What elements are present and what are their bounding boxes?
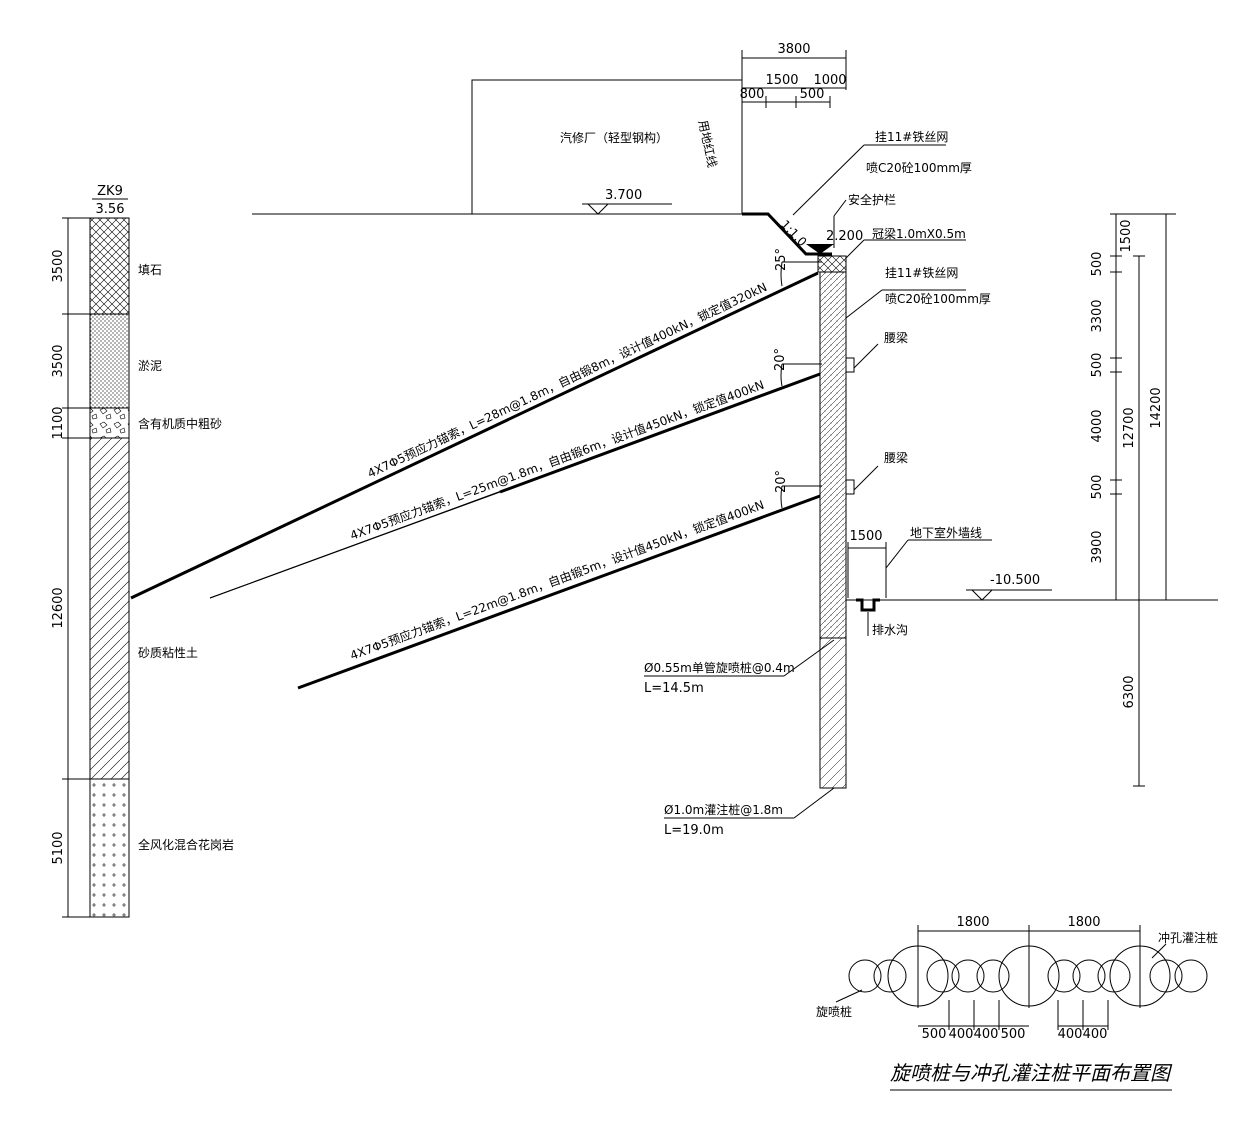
jet-pile-length: L=14.5m [644,681,704,696]
right-labels: 挂11#铁丝网 喷C20砼100mm厚 腰梁 腰梁 1500 地下室外墙线 排水… [644,266,1218,838]
drain-label: 排水沟 [872,623,908,637]
dim-3800: 3800 [777,42,810,57]
borehole-elevation: 3.56 [96,202,125,217]
waler-1 [845,357,855,373]
dim-800: 800 [740,87,765,102]
crown-beam [817,255,847,273]
layer-5-name: 全风化混合花岗岩 [138,837,234,852]
plan-dim-400-c: 400 [1058,1027,1083,1042]
top-elevation: 2.200 [826,229,863,244]
plan-dim-500-b: 500 [1001,1027,1026,1042]
top-dimensions: 3800 1500 1000 800 500 [740,42,847,214]
layer-3-name: 含有机质中粗砂 [138,416,222,431]
layer-coarse-sand [89,407,130,439]
dim-6300: 6300 [1122,675,1137,708]
bored-pile-label: Ø1.0m灌注桩@1.8m [664,802,783,817]
layer-granite [89,778,130,918]
plan-dim-400-a: 400 [949,1027,974,1042]
anchor-1-angle: 25° [774,248,789,271]
layer-silt [89,313,130,409]
dim-500-c: 500 [1090,475,1105,500]
layer-5-thickness: 5100 [51,831,66,864]
dim-12700: 12700 [1122,407,1137,448]
bored-pile-length: L=19.0m [664,823,724,838]
shotcrete-label-1: 喷C20砼100mm厚 [866,161,972,175]
waler-label-1: 腰梁 [884,330,908,345]
dim-14200: 14200 [1149,387,1164,428]
dim-1500-right: 1500 [1119,219,1134,252]
slope-ratio: 1:1.0 [778,217,809,249]
dim-500-b: 500 [1090,353,1105,378]
jet-pile-label: Ø0.55m单管旋喷桩@0.4m [644,660,795,675]
pit-elevation: -10.500 [990,573,1040,588]
borehole-name: ZK9 [97,184,123,199]
ground-surface: 汽修厂（轻型钢构） 3.700 用地红线 [252,79,743,215]
redline-label: 用地红线 [696,119,721,169]
dim-3900: 3900 [1090,530,1105,563]
layer-4-thickness: 12600 [51,587,66,628]
waler-label-2: 腰梁 [884,450,908,465]
anchor-3 [297,494,821,690]
bored-pile-circles [887,945,1171,1007]
layer-1-name: 填石 [138,263,162,277]
layer-fill-stone [89,217,130,315]
bored-pile [819,637,847,789]
dim-1500-top: 1500 [765,73,798,88]
plan-jet-label: 旋喷桩 [816,1004,852,1019]
layer-2-thickness: 3500 [51,344,66,377]
anchor-3-angle: 20° [774,470,789,493]
pile-wall [817,255,855,789]
jet-pile-circles [848,959,1208,993]
plan-view: 1800 1800 500 400 400 500 [816,915,1218,1091]
basement-width: 1500 [849,529,882,544]
plan-bored-label: 冲孔灌注桩 [1158,930,1218,945]
borehole-column: ZK9 3.56 3500 3500 1100 12600 5100 填石 淤泥… [51,184,234,918]
anchor-1 [130,271,819,600]
layer-3-thickness: 1100 [51,406,66,439]
layer-1-thickness: 3500 [51,249,66,282]
right-dimensions: 1500 500 3300 500 4000 500 3900 12700 63… [1090,213,1176,787]
anchor-2-angle: 20° [773,348,788,371]
dim-4000: 4000 [1090,409,1105,442]
waler-2 [845,479,855,495]
plan-dim-1: 1800 [956,915,989,930]
plan-title: 旋喷桩与冲孔灌注桩平面布置图 [890,1061,1173,1085]
plan-dim-2: 1800 [1067,915,1100,930]
ground-elevation: 3.700 [605,188,642,203]
layer-4-name: 砂质粘性土 [138,645,198,660]
plan-dim-400-d: 400 [1083,1027,1108,1042]
mesh-label-1: 挂11#铁丝网 [875,130,948,144]
guardrail-label: 安全护栏 [848,192,896,207]
plan-dim-400-b: 400 [974,1027,999,1042]
drain-ditch [856,598,880,612]
layer-2-name: 淤泥 [138,359,162,373]
jet-pile [819,271,847,639]
dim-500-top: 500 [800,87,825,102]
basement-line-label: 地下室外墙线 [910,525,982,540]
shotcrete-label-2: 喷C20砼100mm厚 [885,292,991,306]
dim-1000-top: 1000 [813,73,846,88]
dim-500-a: 500 [1090,252,1105,277]
crown-beam-label: 冠梁1.0mX0.5m [872,226,966,241]
building-label: 汽修厂（轻型钢构） [560,130,668,145]
slope: 1:1.0 2.200 挂11#铁丝网 喷C20砼100mm厚 安全护栏 冠梁1… [742,130,972,259]
dim-3300: 3300 [1090,299,1105,332]
anchor-2 [499,372,821,494]
mesh-label-2: 挂11#铁丝网 [885,266,958,280]
anchors: 25° 4X7Φ5预应力锚索，L=28m@1.8m，自由锻8m，设计值400kN… [130,248,822,690]
plan-dim-500-a: 500 [922,1027,947,1042]
layer-sandy-clay [89,437,130,780]
anchor-3-label: 4X7Φ5预应力锚索，L=22m@1.8m，自由锻5m，设计值450kN，锁定值… [348,497,766,663]
